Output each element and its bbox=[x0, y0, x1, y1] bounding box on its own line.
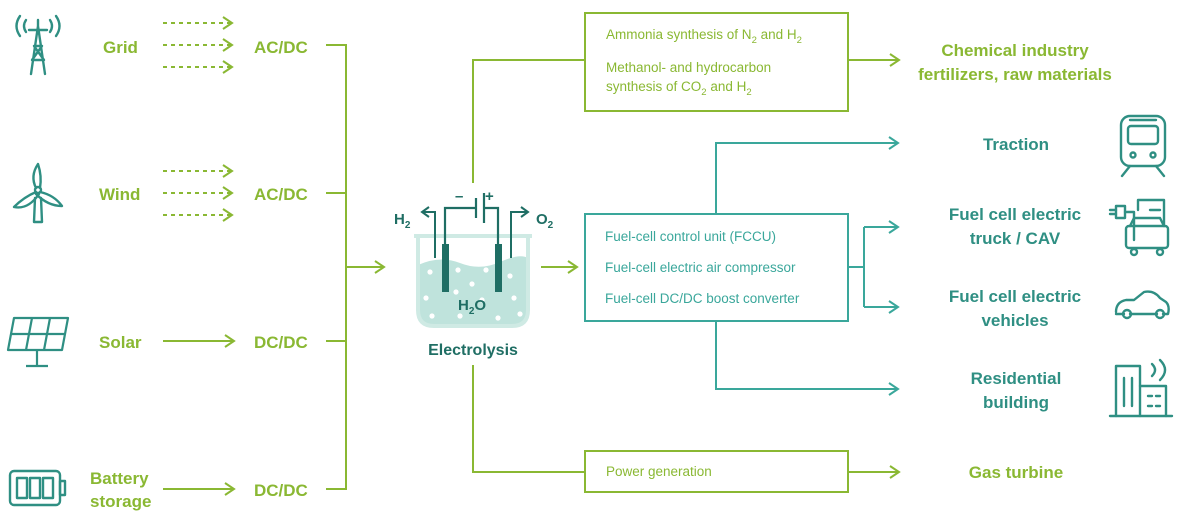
converter-solar: DC/DC bbox=[254, 333, 308, 352]
output-chemical-line2: fertilizers, raw materials bbox=[918, 65, 1112, 84]
output-gas-turbine: Gas turbine bbox=[969, 463, 1063, 482]
o2-label: O2 bbox=[536, 211, 554, 231]
water-label: H2O bbox=[458, 297, 486, 317]
electrolysis-label: Electrolysis bbox=[428, 342, 518, 359]
output-vehicles-line1: Fuel cell electric bbox=[949, 287, 1081, 306]
output-residential-line1: Residential bbox=[971, 369, 1062, 388]
fuel-cell-box-line3: Fuel-cell DC/DC boost converter bbox=[605, 291, 800, 306]
battery-icon bbox=[8, 469, 67, 507]
output-vehicles-line2: vehicles bbox=[981, 311, 1048, 330]
fuel-cell-branch-lines bbox=[715, 142, 895, 390]
electrolysis-beaker bbox=[414, 193, 532, 328]
chemical-box-line2: Methanol- and hydrocarbon bbox=[606, 60, 771, 75]
bus-connector bbox=[326, 44, 347, 490]
wind-turbine-icon bbox=[12, 162, 64, 224]
source-label-grid: Grid bbox=[103, 38, 138, 57]
cathode-minus-sign: – bbox=[455, 188, 463, 205]
output-traction: Traction bbox=[983, 135, 1049, 154]
output-truck-line2: truck / CAV bbox=[970, 229, 1061, 248]
fuel-cell-box-line1: Fuel-cell control unit (FCCU) bbox=[605, 229, 776, 244]
power-box-line1: Power generation bbox=[606, 464, 712, 479]
dotted-arrows-grid bbox=[163, 16, 234, 74]
converter-grid: AC/DC bbox=[254, 38, 308, 57]
h2-label: H2 bbox=[394, 211, 411, 231]
solar-panel-icon bbox=[6, 316, 70, 368]
residential-building-icon bbox=[1108, 358, 1174, 418]
output-residential-line2: building bbox=[983, 393, 1049, 412]
converter-wind: AC/DC bbox=[254, 185, 308, 204]
car-icon bbox=[1114, 290, 1170, 320]
chemical-box-line3: synthesis of CO2 and H2 bbox=[606, 79, 752, 98]
chemical-synthesis-box bbox=[584, 12, 849, 112]
dotted-arrows-wind bbox=[163, 164, 234, 222]
source-label-battery-line2: storage bbox=[90, 492, 151, 511]
source-label-solar: Solar bbox=[99, 333, 142, 352]
electrolysis-branch-lines bbox=[472, 59, 585, 473]
fuel-cell-box-line2: Fuel-cell electric air compressor bbox=[605, 260, 796, 275]
electric-truck-icon bbox=[1108, 198, 1170, 257]
source-label-wind: Wind bbox=[99, 185, 140, 204]
transmission-tower-icon bbox=[15, 14, 61, 76]
train-icon bbox=[1119, 114, 1167, 178]
source-label-battery-line1: Battery bbox=[90, 469, 149, 488]
anode-plus-sign: + bbox=[485, 188, 494, 205]
chemical-box-line1: Ammonia synthesis of N2 and H2 bbox=[606, 27, 802, 46]
fuel-cell-output-arrows bbox=[864, 136, 900, 396]
output-chemical-line1: Chemical industry bbox=[941, 41, 1089, 60]
output-truck-line1: Fuel cell electric bbox=[949, 205, 1081, 224]
converter-battery: DC/DC bbox=[254, 481, 308, 500]
